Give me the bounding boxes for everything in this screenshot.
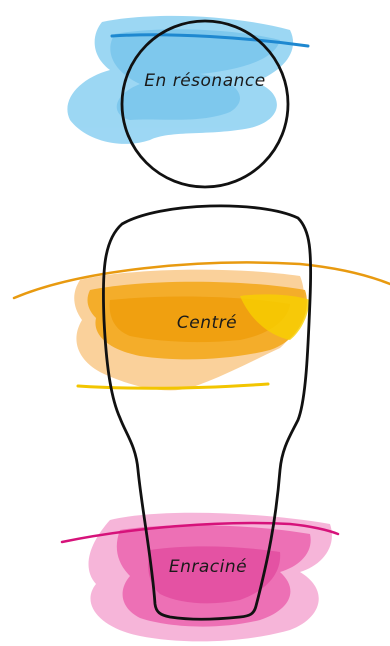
label-center: Centré — [177, 313, 237, 333]
label-root: Enraciné — [169, 557, 247, 577]
label-head: En résonance — [144, 71, 265, 91]
